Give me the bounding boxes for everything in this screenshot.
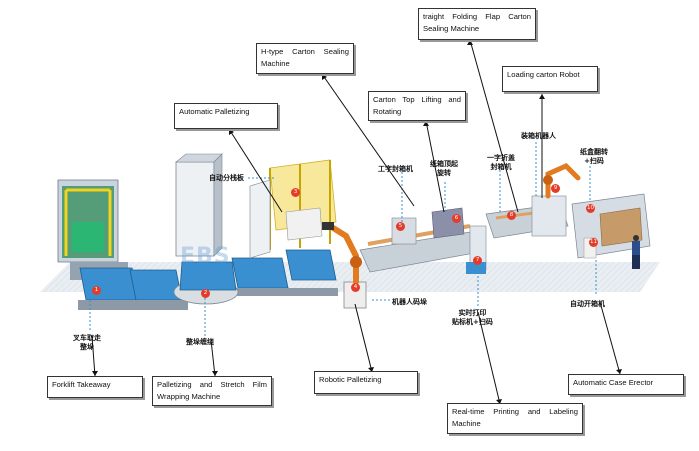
cn-label-fold-seal-line2: 封箱机 (490, 163, 512, 171)
callout-stretch-film: Palletizing and Stretch Film Wrapping Ma… (152, 376, 272, 406)
cn-label-wrap: 整垛缠绕 (186, 338, 214, 346)
callout-forklift: Forklift Takeaway (47, 376, 143, 398)
cn-label-print-label-line2: 贴标机+扫码 (452, 318, 493, 326)
cn-label-flip-scan-line2: +扫码 (584, 157, 604, 165)
marker-8: 8 (507, 211, 516, 220)
cn-label-flip-scan-line1: 纸盒翻转 (580, 148, 608, 156)
cn-label-separator: 自动分栈板 (209, 174, 244, 182)
cn-label-fold-seal: 一字折盖 封箱机 (487, 154, 515, 172)
marker-2: 2 (201, 289, 210, 298)
forklift-station (57, 179, 128, 280)
callout-h-type-sealer: H-type Carton Sealing Machine (256, 43, 354, 74)
callout-leaders (91, 39, 621, 405)
callout-loading-robot: Loading carton Robot (502, 66, 598, 92)
cn-label-forklift-line2: 整垛 (80, 343, 94, 351)
cn-label-top-rotate-line1: 纸箱顶起 (430, 160, 458, 168)
marker-5: 5 (396, 222, 405, 231)
loading-robot (531, 163, 581, 237)
marker-9: 9 (551, 184, 560, 193)
cn-label-top-rotate: 纸箱顶起 旋转 (430, 160, 458, 178)
callout-robotic-palletizing: Robotic Palletizing (314, 371, 418, 394)
cn-label-fold-seal-line1: 一字折盖 (487, 154, 515, 162)
callout-printing-labeling: Real-time Printing and Labeling Machine (447, 403, 583, 434)
cn-label-case-erector: 自动开箱机 (570, 300, 605, 308)
marker-1: 1 (92, 286, 101, 295)
cn-label-flip-scan: 纸盒翻转 +扫码 (580, 148, 608, 166)
cn-label-top-rotate-line2: 旋转 (437, 169, 451, 177)
marker-11: 11 (589, 238, 598, 247)
marker-7: 7 (473, 256, 482, 265)
marker-10: 10 (586, 204, 595, 213)
stretch-film-tower (173, 153, 239, 305)
callout-case-erector: Automatic Case Erector (568, 374, 684, 395)
pointer-dashes (89, 142, 597, 336)
watermark: EBS (180, 244, 231, 269)
cn-label-loading-robot: 装箱机器人 (521, 132, 556, 140)
cn-label-robot-pallet: 机器人码垛 (392, 298, 427, 306)
operator (632, 235, 640, 269)
callout-automatic-palletizing: Automatic Palletizing (174, 103, 278, 129)
cn-label-forklift: 叉车取走 整垛 (73, 334, 101, 352)
cn-label-print-label-line1: 实时打印 (458, 309, 487, 317)
callout-straight-folding: traight Folding Flap Carton Sealing Mach… (418, 8, 536, 40)
callout-carton-top: Carton Top Lifting and Rotating (368, 91, 466, 121)
case-erector (571, 193, 651, 269)
cn-label-h-sealer: 工字封箱机 (378, 165, 413, 173)
leader-arrowheads (92, 40, 622, 404)
marker-4: 4 (351, 283, 360, 292)
cn-label-print-label: 实时打印 贴标机+扫码 (452, 309, 493, 327)
palletizing-cell (249, 159, 337, 259)
palletizing-robot (322, 222, 367, 309)
marker-6: 6 (452, 214, 461, 223)
marker-3: 3 (291, 188, 300, 197)
cn-label-forklift-line1: 叉车取走 (73, 334, 101, 342)
